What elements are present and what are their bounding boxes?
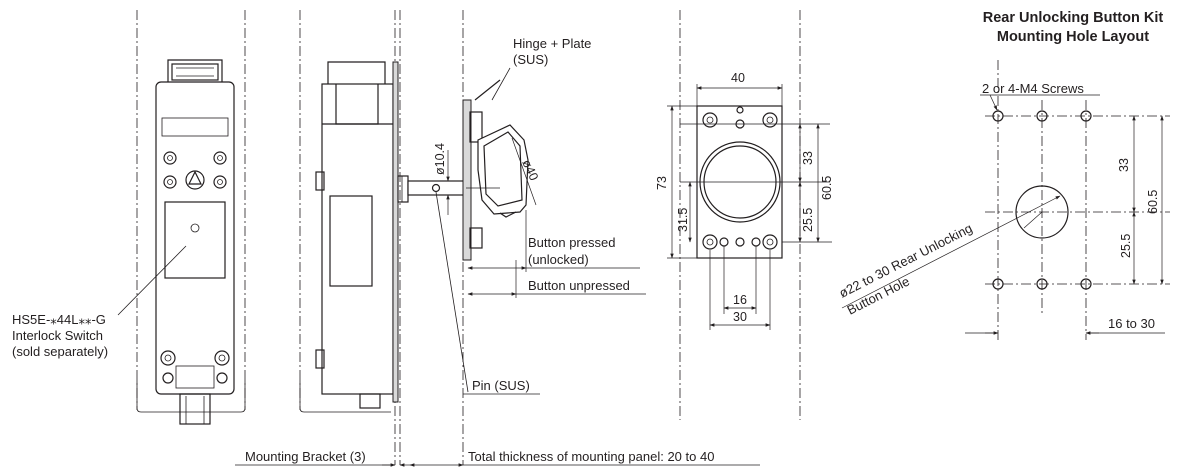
switch-front-view [117, 10, 246, 425]
mounting-bracket-text: Mounting Bracket (3) [245, 449, 366, 464]
h-25-5-front-text: 25.5 [801, 208, 815, 232]
dia-10-4-text: ø10.4 [433, 143, 447, 175]
h-33-layout-text: 33 [1117, 158, 1131, 172]
height-73-text: 73 [655, 176, 669, 190]
button-unpressed-text: Button unpressed [528, 278, 630, 293]
w-30-text: 30 [733, 310, 747, 324]
screws-text: 2 or 4-M4 Screws [982, 81, 1084, 96]
switch-note-text: (sold separately) [12, 344, 108, 359]
button-front-view [667, 10, 832, 420]
button-pressed-state-text: (unlocked) [528, 252, 589, 267]
h-60-5-layout-text: 60.5 [1146, 190, 1160, 214]
width-40-text: 40 [731, 71, 745, 85]
w-16-text: 16 [733, 293, 747, 307]
panel-thickness-text: Total thickness of mounting panel: 20 to… [468, 449, 714, 464]
h-25-5-layout-text: 25.5 [1119, 234, 1133, 258]
side-view-labels: Hinge + Plate (SUS) ø10.4 ø40 Button pre… [245, 36, 714, 464]
button-front-labels: 40 73 31.5 33 25.5 60.5 16 30 [655, 71, 834, 324]
hole-layout-labels: Rear Unlocking Button Kit Mounting Hole … [837, 10, 1164, 331]
h-33-front-text: 33 [801, 151, 815, 165]
hinge-material-text: (SUS) [513, 52, 548, 67]
kit-title-line1: Rear Unlocking Button Kit [983, 10, 1164, 26]
side-view [235, 10, 760, 467]
h-60-5-front-text: 60.5 [820, 176, 834, 200]
kit-title-line2: Mounting Hole Layout [997, 29, 1149, 45]
switch-name-text: Interlock Switch [12, 328, 103, 343]
h-31-5-text: 31.5 [676, 208, 690, 232]
hole-layout-view [841, 60, 1170, 340]
hinge-plate-text: Hinge + Plate [513, 36, 591, 51]
switch-label: HS5E-⁎44L⁎⁎-G Interlock Switch (sold sep… [12, 312, 108, 359]
switch-model-text: HS5E-⁎44L⁎⁎-G [12, 312, 106, 327]
button-pressed-text: Button pressed [528, 235, 615, 250]
pin-text: Pin (SUS) [472, 378, 530, 393]
w-16-to-30-text: 16 to 30 [1108, 316, 1155, 331]
